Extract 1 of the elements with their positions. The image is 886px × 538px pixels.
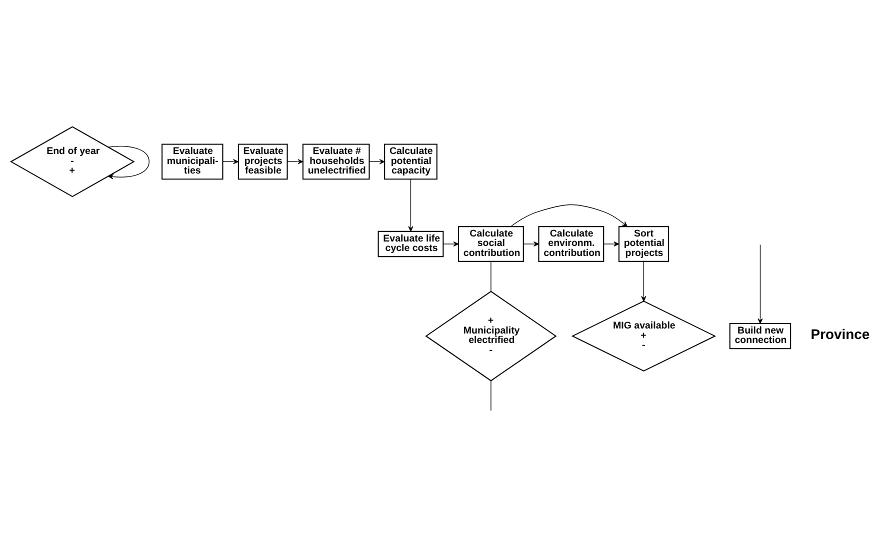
- label: Province: [810, 326, 870, 342]
